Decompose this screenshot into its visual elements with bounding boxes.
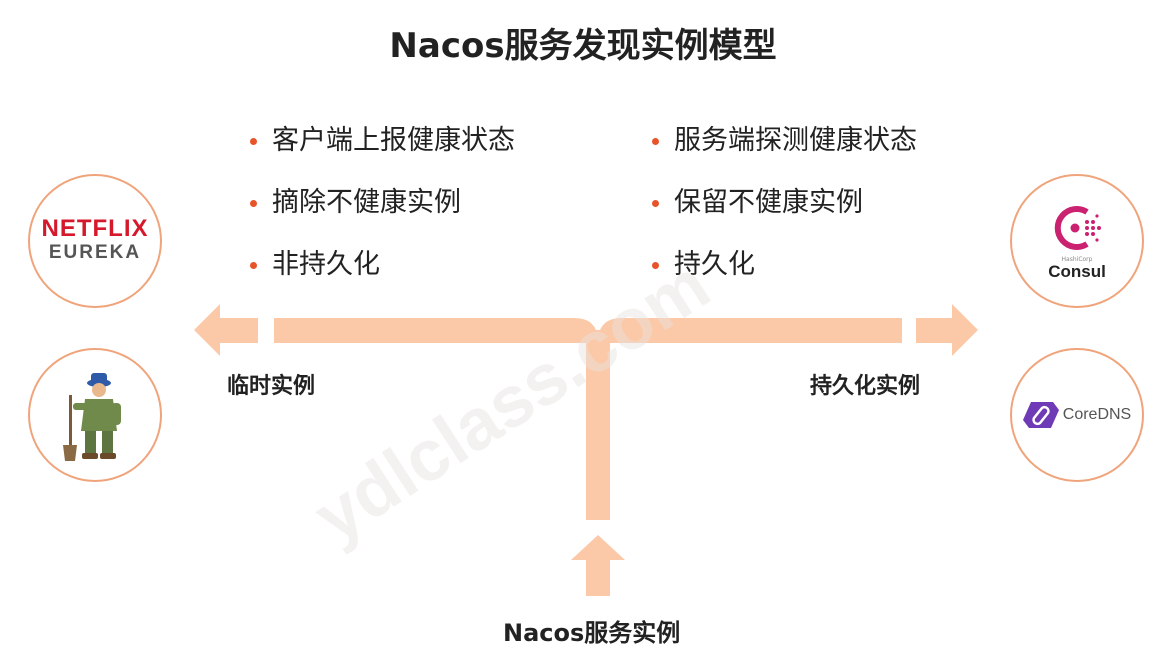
bullet-dot-icon	[250, 138, 257, 145]
ephemeral-instance-label: 临时实例	[227, 374, 316, 399]
hashicorp-text: HashiCorp	[1061, 255, 1093, 263]
bullet-dot-icon	[250, 262, 257, 269]
eureka-wordmark: EUREKA	[48, 242, 142, 263]
list-item: 保留不健康实例	[648, 172, 917, 234]
coredns-icon	[1022, 402, 1059, 428]
list-item: 客户端上报健康状态	[246, 110, 515, 172]
left-branch-bar	[274, 318, 574, 343]
netflix-wordmark: NETFLIX	[41, 215, 149, 242]
persistent-instance-label: 持久化实例	[810, 374, 921, 399]
list-item: 摘除不健康实例	[246, 172, 515, 234]
nacos-instance-label: Nacos服务实例	[503, 619, 681, 647]
consul-logo: HashiCorp Consul	[1010, 174, 1144, 308]
bullet-dot-icon	[652, 262, 659, 269]
right-branch-bar	[622, 318, 902, 343]
netflix-eureka-logo: NETFLIX EUREKA	[28, 174, 162, 308]
coredns-logo: CoreDNS	[1010, 348, 1144, 482]
list-item: 非持久化	[246, 234, 515, 296]
coredns-wordmark: CoreDNS	[1062, 406, 1132, 423]
bullet-dot-icon	[250, 200, 257, 207]
bullet-dot-icon	[652, 200, 659, 207]
left-arrow-head	[194, 304, 258, 356]
list-item: 持久化	[648, 234, 917, 296]
bottom-arrow-head	[571, 535, 625, 596]
diagram-title: Nacos服务发现实例模型	[389, 26, 777, 66]
persistent-features-list: 服务端探测健康状态 保留不健康实例 持久化	[648, 110, 917, 296]
consul-wordmark: Consul	[1048, 261, 1106, 281]
coredns-lockup: CoreDNS	[1022, 400, 1132, 430]
right-arrow-head	[916, 304, 978, 356]
bullet-dot-icon	[652, 138, 659, 145]
ephemeral-features-list: 客户端上报健康状态 摘除不健康实例 非持久化	[246, 110, 515, 296]
list-item: 服务端探测健康状态	[648, 110, 917, 172]
arrow-shapes	[194, 304, 978, 596]
consul-icon	[1054, 205, 1101, 250]
gardener-logo	[28, 348, 162, 482]
vertical-stem	[586, 330, 610, 520]
gardener-figure-icon	[63, 373, 121, 461]
